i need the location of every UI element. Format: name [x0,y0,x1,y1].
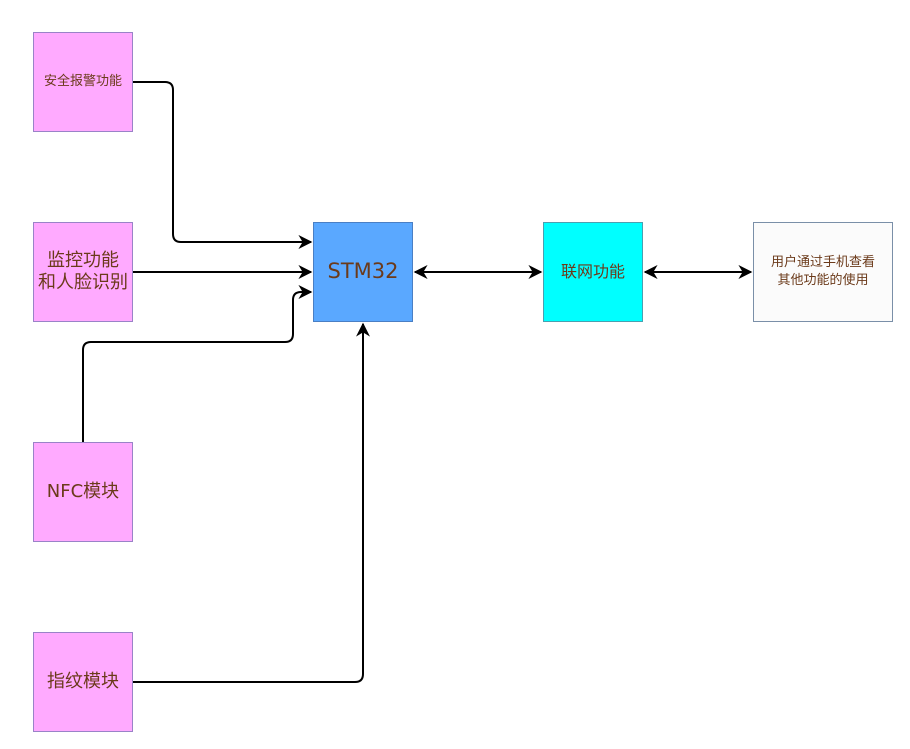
node-fingerprint-module-label: 指纹模块 [47,671,119,693]
node-security-alarm-label: 安全报警功能 [43,74,122,90]
edge-fingerprint-to-stm32 [133,322,370,683]
node-phone-view-label: 用户通过手机查看 其他功能的使用 [770,255,875,288]
edge-nfc-to-stm32 [82,285,313,442]
node-security-alarm: 安全报警功能 [33,32,133,132]
edge-alarm-to-stm32 [133,81,313,249]
node-stm32-label: STM32 [327,259,399,284]
node-nfc-module: NFC模块 [33,442,133,542]
node-network: 联网功能 [543,222,643,322]
node-stm32: STM32 [313,222,413,322]
node-phone-view: 用户通过手机查看 其他功能的使用 [753,222,893,322]
node-nfc-module-label: NFC模块 [46,481,120,503]
node-monitor-face-recognition: 监控功能 和人脸识别 [33,222,133,322]
node-fingerprint-module: 指纹模块 [33,632,133,732]
node-monitor-face-recognition-label: 监控功能 和人脸识别 [38,250,128,293]
node-network-label: 联网功能 [560,262,625,282]
